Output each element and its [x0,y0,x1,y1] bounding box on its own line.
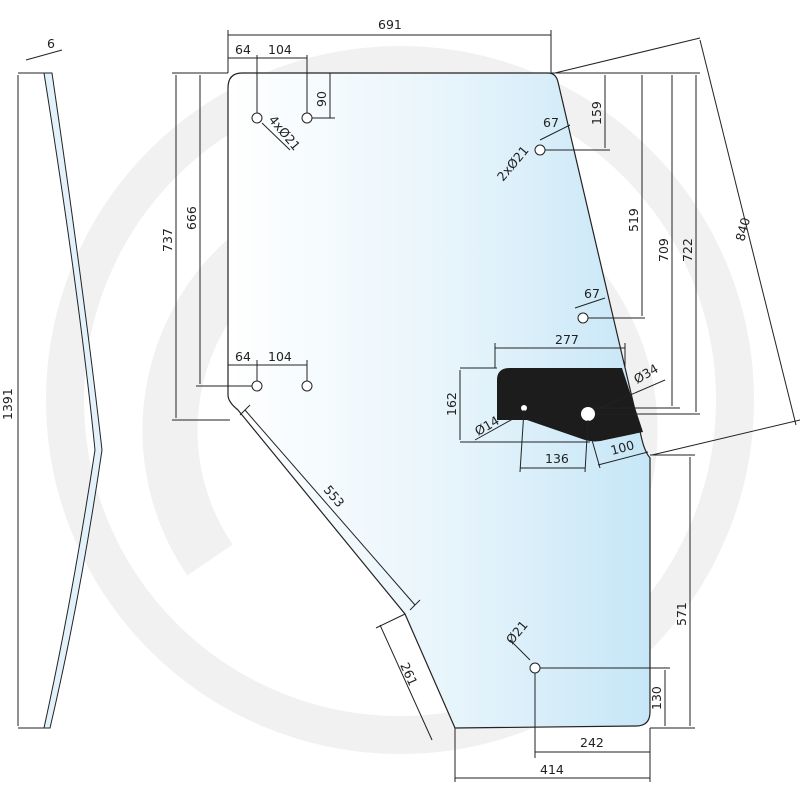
dim-691: 691 [378,17,402,32]
dim-242: 242 [580,735,604,750]
dim-136: 136 [545,451,569,466]
dim-64-top: 64 [235,42,251,57]
dim-100: 100 [609,437,636,458]
dim-104-bottom: 104 [268,349,292,364]
black-bracket [497,368,643,442]
dim-159: 159 [589,101,604,125]
dim-737: 737 [160,228,175,252]
dimension-lines [172,30,800,782]
side-profile: 6 1391 [0,36,103,729]
dim-90: 90 [314,91,329,107]
dim-277: 277 [555,332,579,347]
dim-130: 130 [649,686,664,710]
dim-64-bottom: 64 [235,349,251,364]
dim-162: 162 [444,392,459,416]
dim-104-top: 104 [268,42,292,57]
hole-14 [521,405,527,411]
dim-67-mid: 67 [584,286,600,301]
dim-840: 840 [732,216,753,243]
dim-722: 722 [680,238,695,262]
holes [251,112,589,674]
total-height-label: 1391 [0,388,15,420]
dim-666: 666 [184,206,199,230]
glass-pane [227,72,651,729]
dim-67-top: 67 [543,115,559,130]
thickness-label: 6 [47,36,55,51]
dim-571: 571 [674,602,689,626]
dim-261: 261 [397,660,420,688]
hole-34 [581,407,595,421]
dim-709: 709 [656,238,671,262]
dim-414: 414 [540,762,564,777]
dim-519: 519 [626,208,641,232]
